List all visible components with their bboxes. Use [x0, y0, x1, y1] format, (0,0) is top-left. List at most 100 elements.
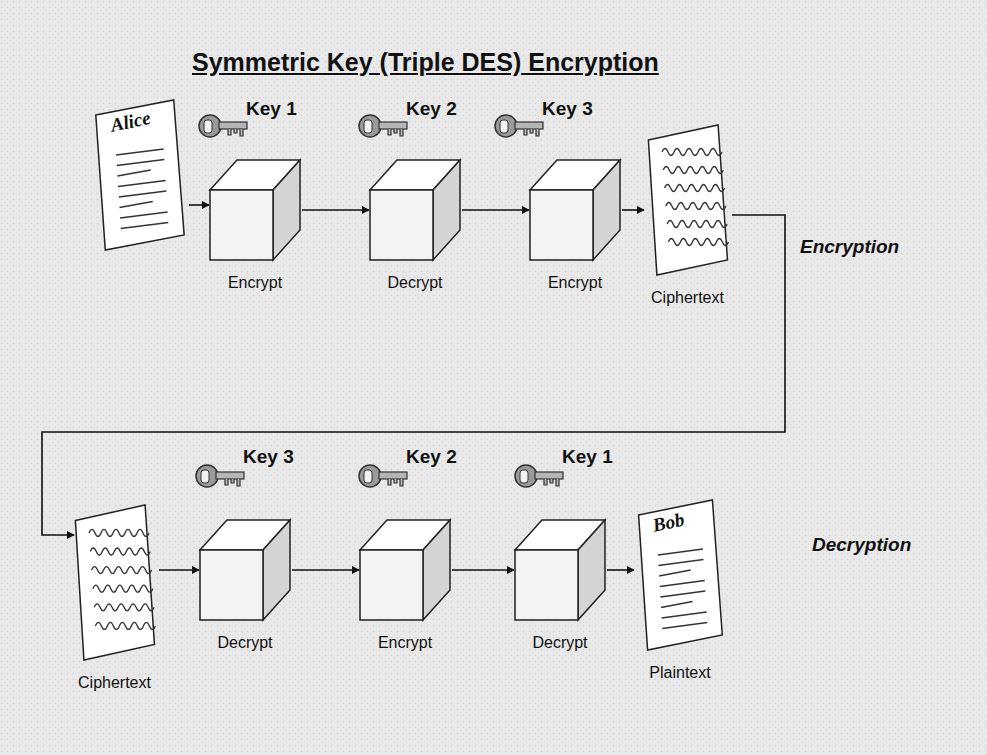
label-row: Decrypt — [200, 634, 290, 652]
key-icon — [495, 115, 543, 137]
cube-outline — [360, 520, 450, 620]
diagram-title: Symmetric Key (Triple DES) Encryption — [192, 48, 659, 77]
document-node: BobPlaintext — [635, 500, 725, 682]
arrow-connector — [189, 204, 209, 206]
arrow-connector — [462, 209, 529, 211]
document-page — [648, 125, 727, 275]
label-row: Encrypt — [210, 274, 300, 292]
cube-side — [423, 520, 450, 620]
text-line — [119, 202, 152, 208]
cube-outline — [200, 520, 290, 620]
cube-outline — [370, 160, 460, 260]
node-shape — [645, 125, 730, 275]
arrow-connector — [622, 209, 644, 211]
node-label: Encrypt — [548, 274, 602, 292]
cube-side — [273, 160, 300, 260]
cube-outline — [515, 520, 605, 620]
node-label: Decrypt — [387, 274, 442, 292]
key-icon — [199, 115, 247, 137]
node-shape — [72, 505, 157, 660]
node-shape: Alice — [92, 100, 187, 250]
document-node: Ciphertext — [645, 125, 730, 307]
cube-front — [360, 550, 423, 620]
text-line — [659, 570, 691, 576]
label-row: Encrypt — [530, 274, 620, 292]
node-shape — [530, 160, 620, 260]
node-label: Encrypt — [228, 274, 282, 292]
label-row: Decrypt — [370, 274, 460, 292]
cipher-box: Decrypt — [515, 520, 605, 652]
node-shape — [200, 520, 290, 620]
section-label: Decryption — [812, 534, 911, 556]
text-line — [661, 602, 693, 608]
node-shape — [210, 160, 300, 260]
document-page — [639, 500, 723, 650]
key-label: Key 2 — [406, 446, 457, 468]
arrow-connector — [452, 569, 514, 571]
label-row: Ciphertext — [72, 674, 157, 692]
cube-side — [578, 520, 605, 620]
text-line — [118, 181, 166, 187]
cube-side — [433, 160, 460, 260]
key-label: Key 1 — [246, 98, 297, 120]
cipher-squiggle — [95, 622, 155, 629]
cipher-squiggle — [94, 604, 154, 611]
cube-front — [200, 550, 263, 620]
cipher-outline — [645, 125, 730, 275]
node-label: Plaintext — [649, 664, 710, 682]
cipher-squiggle — [93, 585, 153, 592]
cipher-squiggle — [666, 203, 726, 210]
cube-outline — [530, 160, 620, 260]
document-page — [75, 505, 154, 660]
key-label: Key 1 — [562, 446, 613, 468]
document-page — [96, 100, 184, 250]
arrow-connector — [159, 569, 199, 571]
cube-side — [263, 520, 290, 620]
text-line — [658, 549, 703, 555]
text-line — [117, 170, 150, 176]
key-icon — [196, 465, 244, 487]
key-label: Key 3 — [243, 446, 294, 468]
cube-side — [593, 160, 620, 260]
arrow-connector — [292, 569, 359, 571]
cube-front — [515, 550, 578, 620]
node-label: Decrypt — [532, 634, 587, 652]
label-row: Plaintext — [635, 664, 725, 682]
cipher-squiggle — [89, 529, 149, 536]
node-label: Encrypt — [378, 634, 432, 652]
label-row: Encrypt — [360, 634, 450, 652]
cube-outline — [210, 160, 300, 260]
text-line — [121, 223, 169, 229]
section-label: Encryption — [800, 236, 899, 258]
text-line — [120, 212, 167, 218]
node-label: Decrypt — [217, 634, 272, 652]
document-node: Ciphertext — [72, 505, 157, 692]
node-shape — [370, 160, 460, 260]
cipher-box: Encrypt — [530, 160, 620, 292]
text-line — [660, 591, 705, 597]
text-line — [116, 149, 164, 155]
cipher-outline — [72, 505, 157, 660]
cipher-box: Encrypt — [360, 520, 450, 652]
cipher-box: Decrypt — [370, 160, 460, 292]
text-line — [658, 560, 703, 566]
text-line — [119, 191, 167, 197]
text-line — [660, 581, 705, 587]
node-shape — [515, 520, 605, 620]
cipher-squiggle — [92, 567, 152, 574]
node-label: Ciphertext — [78, 674, 151, 692]
label-row: Decrypt — [515, 634, 605, 652]
key-label: Key 2 — [406, 98, 457, 120]
cipher-squiggle — [668, 239, 728, 246]
cipher-box: Decrypt — [200, 520, 290, 652]
arrow-connector — [607, 569, 634, 571]
text-line — [662, 612, 707, 618]
label-row: Ciphertext — [645, 289, 730, 307]
node-shape — [360, 520, 450, 620]
cube-front — [210, 190, 273, 260]
cipher-squiggle — [665, 185, 725, 192]
cube-front — [530, 190, 593, 260]
cipher-box: Encrypt — [210, 160, 300, 292]
node-shape: Bob — [635, 500, 725, 650]
